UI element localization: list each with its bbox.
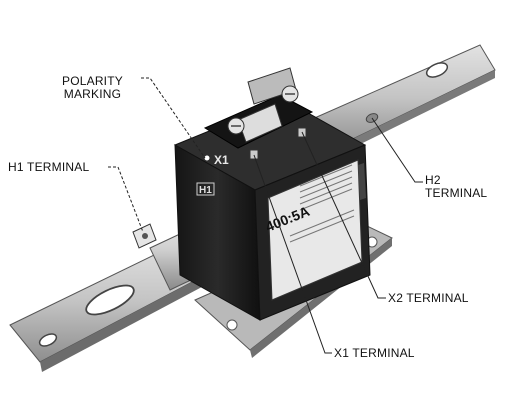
plate-hole-left <box>226 319 238 331</box>
h1-face-mark: H1 <box>199 185 212 196</box>
polarity-leader <box>141 77 206 159</box>
x1-terminal-label: X1 TERMINAL <box>334 346 415 360</box>
transformer-body: X1 H1 400:5A <box>173 67 371 321</box>
x1-leader <box>253 154 332 354</box>
right-bar-hole <box>425 62 449 78</box>
h1-terminal-label: H1 TERMINAL <box>8 160 90 174</box>
right-bus-bar <box>309 44 496 158</box>
h1-leader <box>108 166 144 233</box>
nameplate-fine-print <box>289 164 355 243</box>
polarity-dot <box>204 155 210 161</box>
h1-terminal-clip <box>132 223 157 249</box>
terminal-bridge <box>237 103 283 143</box>
left-bar-small-hole <box>38 333 58 347</box>
leader-lines <box>108 77 423 354</box>
x1-terminal-window <box>249 149 259 160</box>
polarity-marking-label: POLARITY MARKING <box>62 74 123 101</box>
left-bar-slot <box>85 284 135 316</box>
x2-terminal-label: X2 TERMINAL <box>388 291 469 305</box>
x2-leader <box>301 131 386 299</box>
x1-block-mark: X1 <box>214 153 229 167</box>
h2-terminal-label: H2 TERMINAL <box>425 173 488 200</box>
h2-leader <box>371 117 423 183</box>
